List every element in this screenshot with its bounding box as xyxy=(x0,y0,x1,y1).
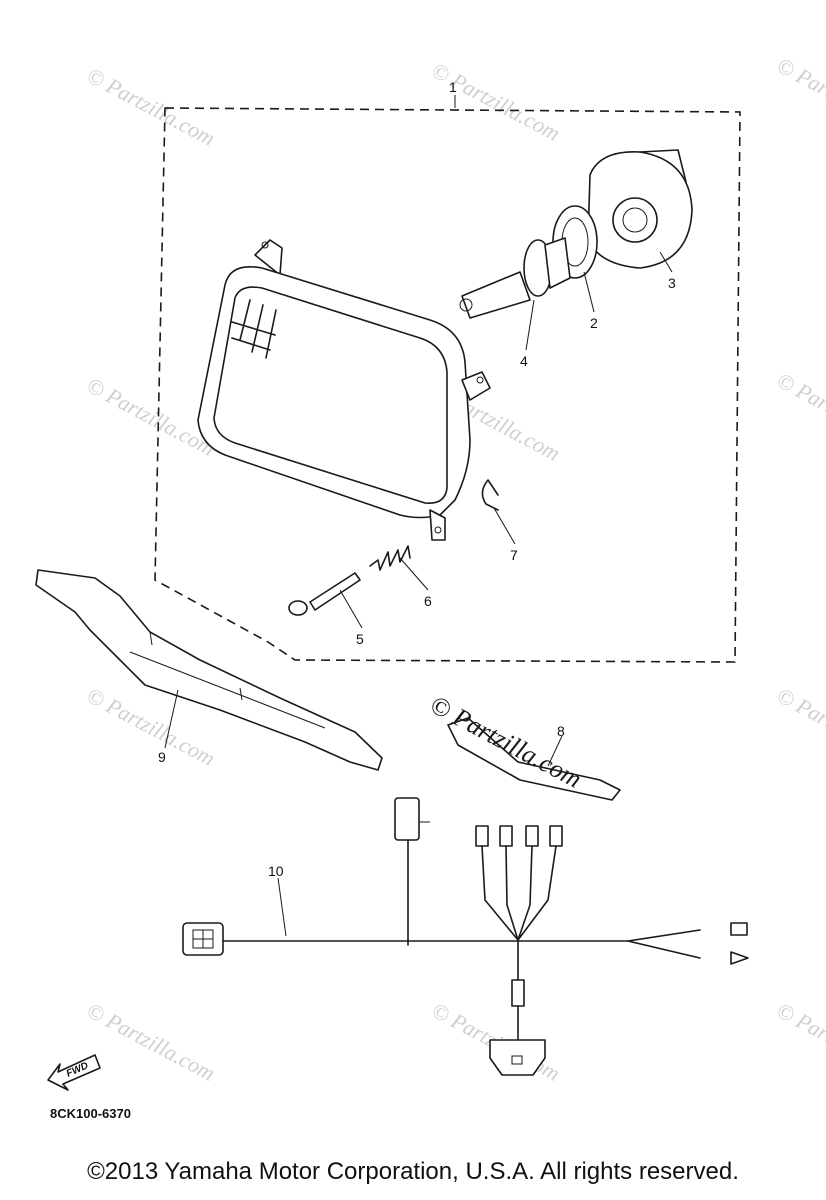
fwd-arrow-icon: FWD xyxy=(47,1054,101,1091)
assembly-boundary xyxy=(154,107,741,663)
bulb xyxy=(459,237,571,319)
callout-7: 7 xyxy=(510,547,518,563)
headlight-assembly xyxy=(197,239,491,541)
callout-4: 4 xyxy=(520,353,528,369)
watermark: © Partzilla.com xyxy=(428,57,565,145)
watermark: © Partzilla.com xyxy=(83,62,220,150)
bulb-cover xyxy=(587,149,693,269)
callout-9: 9 xyxy=(158,749,166,765)
watermark: © Partzilla.com xyxy=(773,682,826,770)
spring xyxy=(369,545,411,571)
adjusting-screw xyxy=(288,572,361,616)
callout-8: 8 xyxy=(557,723,565,739)
connector-pins xyxy=(475,825,563,847)
callout-5: 5 xyxy=(356,631,364,647)
diagram-code: 8CK100-6370 xyxy=(50,1106,131,1121)
callout-1: 1 xyxy=(449,79,457,95)
callout-3: 3 xyxy=(668,275,676,291)
clip xyxy=(481,479,499,511)
leader-lines xyxy=(164,251,673,937)
callout-6: 6 xyxy=(424,593,432,609)
watermark: © Partzilla.com xyxy=(773,367,826,455)
bracket xyxy=(447,717,621,801)
callout-2: 2 xyxy=(590,315,598,331)
callout-10: 10 xyxy=(268,863,284,879)
copyright-notice: ©2013 Yamaha Motor Corporation, U.S.A. A… xyxy=(87,1158,739,1185)
watermark: © Partzilla.com xyxy=(773,997,826,1085)
center-watermark: © Partzilla.com xyxy=(425,690,586,794)
watermark: © Partzilla.com xyxy=(773,52,826,140)
watermark: © Partzilla.com xyxy=(83,997,220,1085)
cover-panel xyxy=(35,569,383,771)
wire-harness xyxy=(182,797,749,1076)
